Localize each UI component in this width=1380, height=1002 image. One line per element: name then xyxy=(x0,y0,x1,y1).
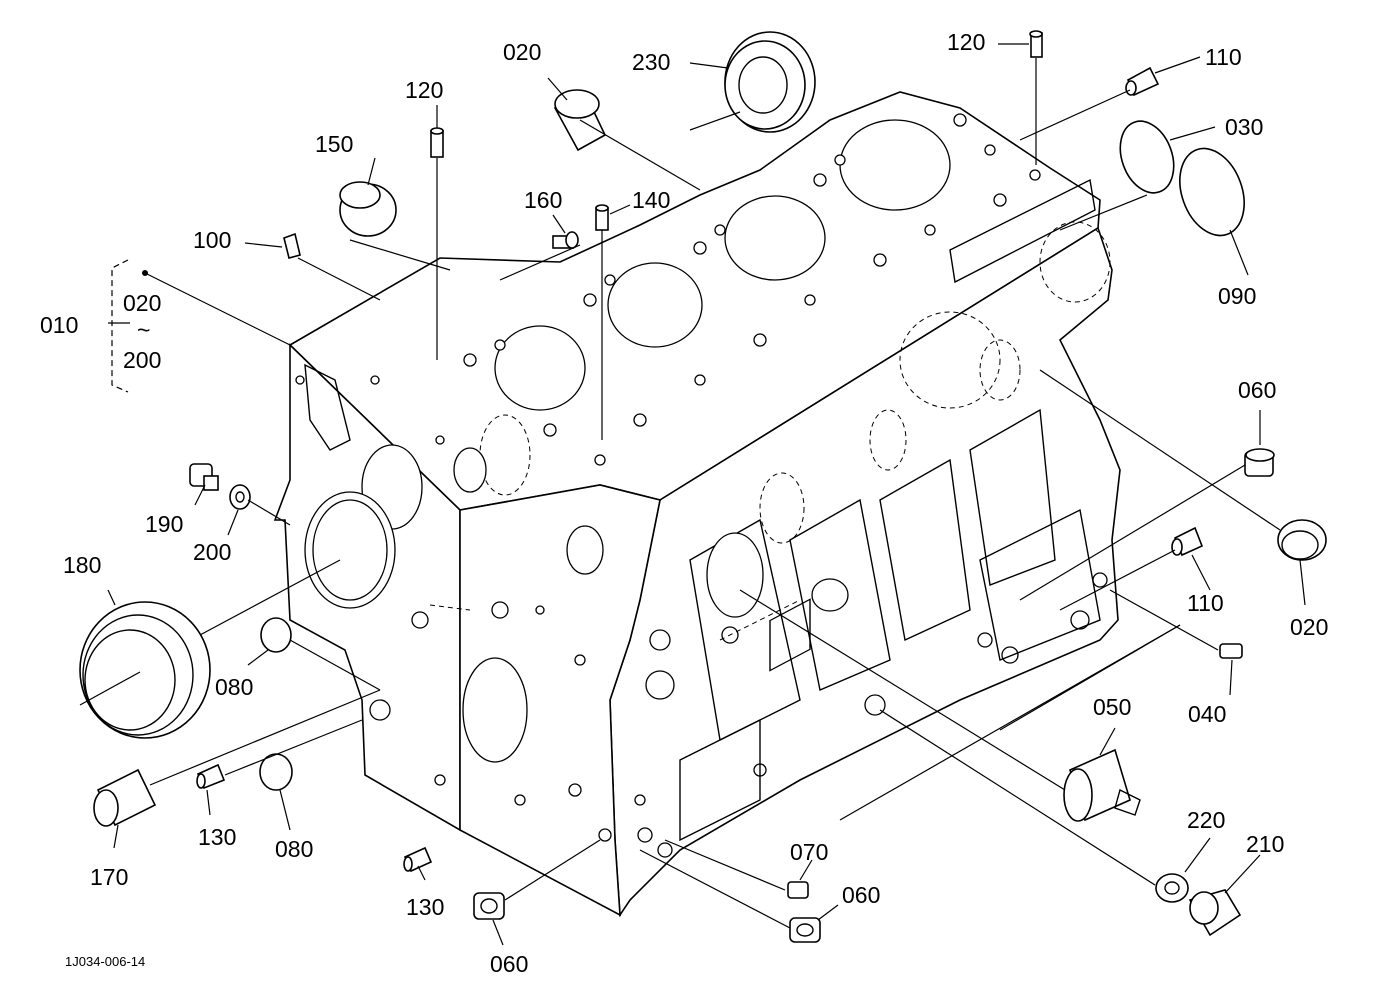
assembly-dot xyxy=(142,270,148,276)
callout-130-left: 130 xyxy=(198,824,236,850)
callout-020-top: 020 xyxy=(503,39,541,65)
callout-170: 170 xyxy=(90,864,128,890)
callout-110-top: 110 xyxy=(1205,44,1242,70)
assembly-range-bottom: 200 xyxy=(123,347,161,373)
part-140-pin xyxy=(595,204,609,231)
part-130-pin-left xyxy=(196,763,226,790)
part-020-plug-top xyxy=(553,89,607,152)
callout-160: 160 xyxy=(524,187,562,213)
assembly-range-top: 020 xyxy=(123,290,161,316)
part-160-bolt xyxy=(552,231,579,249)
callout-190: 190 xyxy=(145,511,183,537)
assembly-bracket xyxy=(111,259,129,393)
part-110-pin-right xyxy=(1171,526,1204,557)
callout-130-bottom: 130 xyxy=(406,894,444,920)
leader-lines xyxy=(79,43,1306,946)
callout-180: 180 xyxy=(63,552,101,578)
callout-230: 230 xyxy=(632,49,670,75)
part-180-seal xyxy=(79,601,211,739)
callout-140: 140 xyxy=(632,187,670,213)
callout-080-upper: 080 xyxy=(215,674,253,700)
part-120-pin-left xyxy=(430,127,444,158)
bore-3 xyxy=(724,195,826,281)
callout-120-left: 120 xyxy=(405,77,443,103)
drawing-code: 1J034-006-14 xyxy=(65,954,145,969)
callout-080-lower: 080 xyxy=(275,836,313,862)
bore-1 xyxy=(494,325,586,411)
assembly-number: 010 xyxy=(40,312,78,338)
part-050-valve xyxy=(1063,748,1141,822)
part-040-plug xyxy=(1219,643,1243,659)
deck-holes xyxy=(463,113,1041,466)
part-060-plug-mid xyxy=(789,917,821,943)
callout-050: 050 xyxy=(1093,694,1131,720)
callout-090: 090 xyxy=(1218,283,1256,309)
callout-060-bottom: 060 xyxy=(490,951,528,977)
part-170-plug xyxy=(93,768,157,827)
part-100-pin xyxy=(283,232,301,259)
callout-210: 210 xyxy=(1246,831,1284,857)
callout-100: 100 xyxy=(193,227,231,253)
part-090-plug xyxy=(1179,147,1245,237)
callout-labels: 230 020 120 110 120 150 160 140 100 030 … xyxy=(40,29,1328,977)
bore-2 xyxy=(607,262,703,348)
callout-150: 150 xyxy=(315,131,353,157)
callout-070: 070 xyxy=(790,839,828,865)
callout-060-mid: 060 xyxy=(842,882,880,908)
part-110-pin-top xyxy=(1125,66,1160,97)
assembly-range-sep: ~ xyxy=(137,317,150,343)
part-150-plug xyxy=(339,181,397,237)
callout-020-right: 020 xyxy=(1290,614,1328,640)
part-220-washer xyxy=(1155,873,1189,903)
part-230-seal xyxy=(724,31,816,133)
part-120-pin-top xyxy=(1029,30,1043,58)
callout-220: 220 xyxy=(1187,807,1225,833)
callout-200: 200 xyxy=(193,539,231,565)
callout-060-right: 060 xyxy=(1238,377,1276,403)
cylinder-block xyxy=(273,91,1121,918)
part-060-plug-right xyxy=(1244,448,1275,477)
block-gearcase-face xyxy=(459,484,661,917)
callout-110-right: 110 xyxy=(1187,590,1224,616)
part-130-pin-bottom xyxy=(403,846,433,873)
part-070-plug xyxy=(787,881,809,899)
part-200-washer xyxy=(229,484,251,510)
part-210-plug xyxy=(1188,889,1242,937)
part-060-plug-bottom xyxy=(473,892,505,920)
part-030-plug xyxy=(1119,120,1175,194)
part-020-ring-right xyxy=(1277,519,1327,561)
callout-040: 040 xyxy=(1188,701,1226,727)
bore-4 xyxy=(839,119,951,211)
part-080-plug-upper xyxy=(260,617,292,653)
callout-030: 030 xyxy=(1225,114,1263,140)
callout-120-top: 120 xyxy=(947,29,985,55)
part-190-bolt xyxy=(189,463,219,491)
